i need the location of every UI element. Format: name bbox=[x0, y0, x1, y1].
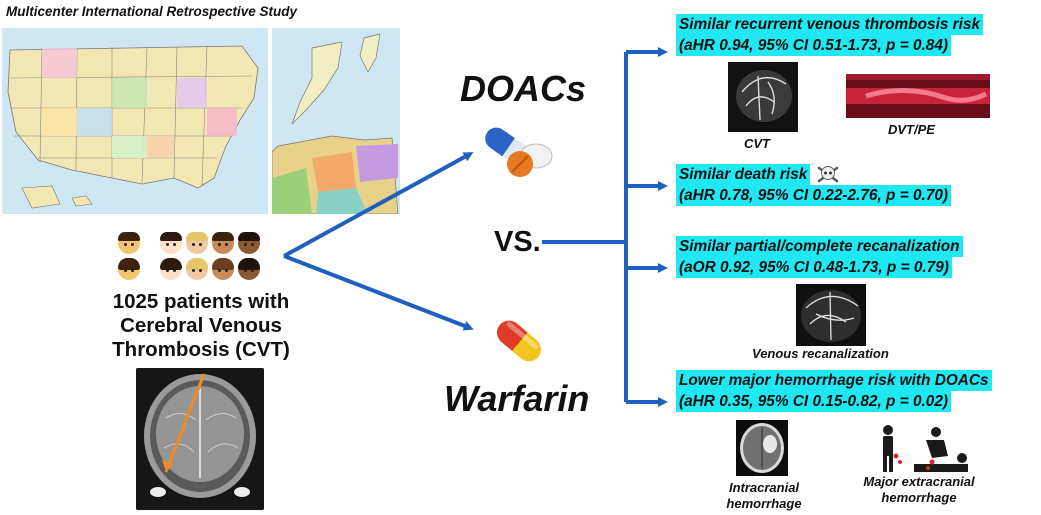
outcome-4-stats: (aHR 0.35, 95% CI 0.15-0.82, p = 0.02) bbox=[676, 391, 952, 412]
skull-crossbones-icon bbox=[818, 165, 839, 182]
patient-emoji-icons-bottom bbox=[118, 258, 328, 284]
intracranial-caption: Intracranial hemorrhage bbox=[716, 480, 812, 512]
outcome-1-stats: (aHR 0.94, 95% CI 0.51-1.73, p = 0.84) bbox=[676, 35, 952, 56]
outcome-4-title: Lower major hemorrhage risk with DOACs bbox=[676, 370, 992, 391]
outcome-2-title: Similar death risk bbox=[676, 164, 811, 185]
dvt-pe-image bbox=[846, 74, 990, 118]
extracranial-caption: Major extracranial hemorrhage bbox=[844, 474, 994, 506]
patients-line-3: Thrombosis (CVT) bbox=[112, 338, 290, 361]
outcome-death-risk: Similar death risk (aHR 0.78, 95% CI 0.2… bbox=[676, 164, 952, 206]
doac-pills-icon bbox=[478, 118, 554, 184]
outcome-recanalization: Similar partial/complete recanalization … bbox=[676, 236, 963, 278]
cvt-scan-image bbox=[728, 62, 798, 132]
study-title: Multicenter International Retrospective … bbox=[6, 4, 298, 19]
cvt-caption: CVT bbox=[744, 136, 770, 151]
us-map-image bbox=[2, 28, 268, 214]
extracranial-caption-line-2: hemorrhage bbox=[881, 490, 957, 505]
patients-line-2: Cerebral Venous bbox=[120, 314, 282, 337]
outcome-recurrent-thrombosis: Similar recurrent venous thrombosis risk… bbox=[676, 14, 984, 56]
outcome-3-title: Similar partial/complete recanalization bbox=[676, 236, 963, 257]
outcome-major-hemorrhage: Lower major hemorrhage risk with DOACs (… bbox=[676, 370, 992, 412]
venous-recanalization-image bbox=[796, 284, 866, 346]
europe-map-image bbox=[272, 28, 400, 214]
patients-label: 1025 patients with Cerebral Venous Throm… bbox=[96, 290, 306, 362]
brain-scan-image bbox=[136, 368, 264, 510]
vs-label: VS. bbox=[494, 226, 541, 258]
warfarin-capsule-icon bbox=[490, 312, 548, 370]
intracranial-hemorrhage-image bbox=[736, 420, 788, 476]
patient-emoji-icons-top bbox=[118, 232, 328, 258]
intracranial-caption-line-1: Intracranial bbox=[728, 480, 800, 495]
intracranial-caption-line-2: hemorrhage bbox=[726, 496, 802, 511]
dvt-pe-caption: DVT/PE bbox=[888, 122, 935, 137]
venous-recanalization-caption: Venous recanalization bbox=[752, 346, 889, 361]
patients-line-1: 1025 patients with bbox=[112, 290, 290, 313]
doacs-label: DOACs bbox=[460, 68, 587, 109]
outcome-1-title: Similar recurrent venous thrombosis risk bbox=[676, 14, 984, 35]
outcome-3-stats: (aOR 0.92, 95% CI 0.48-1.73, p = 0.79) bbox=[676, 257, 952, 278]
outcome-2-stats: (aHR 0.78, 95% CI 0.22-2.76, p = 0.70) bbox=[676, 185, 952, 206]
bleeding-person-icon bbox=[874, 424, 974, 476]
extracranial-caption-line-1: Major extracranial bbox=[863, 474, 975, 489]
warfarin-label: Warfarin bbox=[444, 378, 590, 419]
